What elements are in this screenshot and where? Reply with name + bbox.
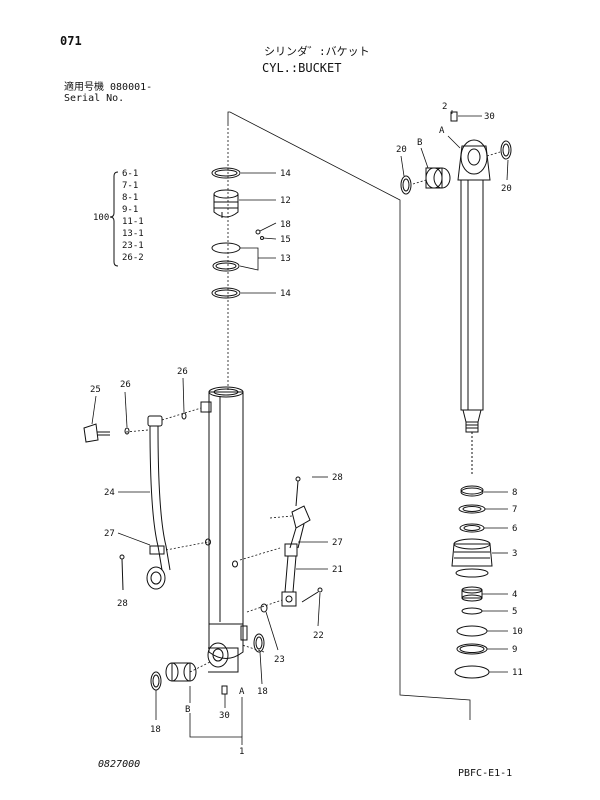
callout-20-left: 20 [396, 145, 407, 155]
callout-16: 18 [280, 220, 291, 230]
kit-item: 11-1 [122, 217, 144, 227]
callout-23: 23 [274, 655, 285, 665]
callout-18-left: 18 [150, 725, 161, 735]
page-code: PBFC-E1-1 [458, 768, 513, 779]
callout-7: 7 [512, 505, 517, 515]
document-code: 0827000 [98, 759, 141, 770]
callout-27-left: 27 [104, 529, 115, 539]
clamp-28-left [119, 554, 125, 591]
bolt-22 [301, 587, 323, 603]
callout-18-right: 18 [257, 687, 268, 697]
callout-9: 9 [512, 645, 517, 655]
bushing-B-tube [165, 662, 197, 682]
kit-item: 9-1 [122, 205, 138, 215]
callout-B-rod: B [417, 138, 422, 148]
callout-15: 15 [280, 235, 291, 245]
leader-lines [91, 110, 509, 745]
callout-21: 21 [332, 565, 343, 575]
callout-30-tube: 30 [219, 711, 230, 721]
callout-27-right: 27 [332, 538, 343, 548]
assembly-guide-lines [227, 111, 471, 720]
callout-12: 12 [280, 196, 291, 206]
callout-13: 13 [280, 254, 291, 264]
serial-label-english: Serial No. [64, 93, 125, 104]
seal-20-left [400, 175, 412, 195]
seal-18-left [150, 671, 162, 691]
callout-14-bottom: 14 [280, 289, 291, 299]
kit-list: 100 6-1 7-1 8-1 9-1 11-1 13-1 23-1 26-2 [93, 169, 144, 263]
dashed-assembly-lines [125, 151, 501, 673]
callout-10: 10 [512, 627, 523, 637]
clamp-28-right [295, 476, 301, 507]
kit-item: 13-1 [122, 229, 144, 239]
cylinder-tube [200, 386, 248, 695]
callout-11: 11 [512, 668, 523, 678]
kit-item: 6-1 [122, 169, 138, 179]
title-japanese: シリンダ゛:バケット [264, 45, 370, 58]
callout-B-tube: B [185, 705, 190, 715]
kit-bracket [109, 171, 119, 267]
bolt-25 [83, 423, 110, 443]
serial-label-japanese: 適用号機 080001- [64, 82, 153, 93]
callout-A-rod: A [439, 126, 445, 136]
callout-3: 3 [512, 549, 517, 559]
callout-labels: 14 12 18 15 13 14 2 30 A B 20 20 8 7 6 3… [90, 102, 523, 757]
callout-20-right: 20 [501, 184, 512, 194]
kit-number: 100 [93, 213, 109, 223]
oring-23 [260, 603, 268, 613]
grease-nipple-30-rod [450, 111, 458, 122]
kit-item: 26-2 [122, 253, 144, 263]
oring-26 [124, 412, 187, 435]
callout-14-top: 14 [280, 169, 291, 179]
callout-30-rod: 30 [484, 112, 495, 122]
page-number: 071 [60, 34, 82, 48]
callout-1: 1 [239, 747, 244, 757]
seal-20-right [500, 140, 512, 160]
callout-5: 5 [512, 607, 517, 617]
seal-18-right [253, 633, 265, 653]
rod-stack [451, 485, 493, 679]
callout-6: 6 [512, 524, 517, 534]
callout-28-left: 28 [117, 599, 128, 609]
callout-8: 8 [512, 488, 517, 498]
callout-25: 25 [90, 385, 101, 395]
callout-26-left: 26 [120, 380, 131, 390]
bushing-B-rod [425, 167, 451, 189]
piston-stack [211, 167, 264, 299]
callout-22: 22 [313, 631, 324, 641]
piston-rod [457, 139, 491, 475]
oring-27 [205, 538, 238, 568]
title-english: CYL.:BUCKET [262, 61, 342, 75]
pipe-24 [146, 415, 171, 590]
kit-item: 8-1 [122, 193, 138, 203]
kit-item: 23-1 [122, 241, 144, 251]
kit-item: 7-1 [122, 181, 138, 191]
callout-2: 2 [442, 102, 447, 112]
callout-28-right: 28 [332, 473, 343, 483]
pipe-21 [281, 505, 311, 607]
callout-A-tube: A [239, 687, 245, 697]
callout-24: 24 [104, 488, 115, 498]
callout-4: 4 [512, 590, 517, 600]
callout-26-right: 26 [177, 367, 188, 377]
